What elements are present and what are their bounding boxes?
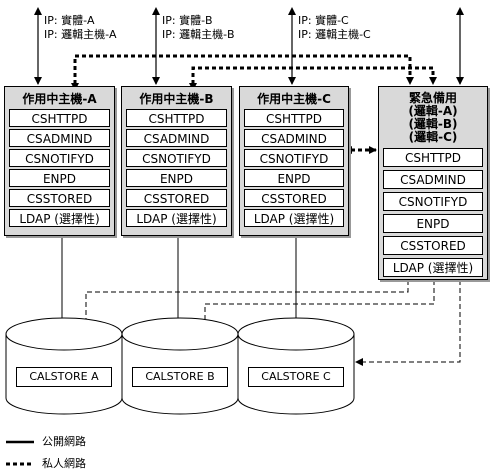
service-csadmind: CSADMIND — [126, 129, 227, 147]
service-enpd: ENPD — [126, 169, 227, 187]
service-cshttpd: CSHTTPD — [9, 109, 110, 127]
backup-logical-b: (邏輯-B) — [408, 117, 458, 131]
backup-logical-a: (邏輯-A) — [408, 104, 458, 118]
service-cshttpd: CSHTTPD — [126, 109, 227, 127]
service-enpd: ENPD — [9, 169, 110, 187]
backup-logical-c: (邏輯-C) — [408, 130, 458, 144]
service-csadmind: CSADMIND — [244, 129, 344, 147]
private-link-b — [189, 66, 437, 91]
backup-store-c-link — [355, 280, 461, 366]
host-c-box: 作用中主機-C CSHTTPD CSADMIND CSNOTIFYD ENPD … — [239, 86, 349, 236]
backup-host-box: 緊急備用 (邏輯-A) (邏輯-B) (邏輯-C) CSHTTPD CSADMI… — [378, 86, 488, 280]
legend-private-label: 私人網路 — [42, 457, 86, 470]
service-csnotifyd: CSNOTIFYD — [9, 149, 110, 167]
host-title: 作用中主機-B — [139, 92, 214, 106]
service-ldap: LDAP (選擇性) — [383, 258, 483, 277]
service-csnotifyd: CSNOTIFYD — [244, 149, 344, 167]
ip-logical-c: IP: 邏輯主機-C — [298, 28, 371, 41]
store-cylinder-a — [5, 317, 123, 415]
service-csnotifyd: CSNOTIFYD — [126, 149, 227, 167]
ip-label-c: IP: 實體-C IP: 邏輯主機-C — [298, 14, 371, 42]
service-ldap: LDAP (選擇性) — [9, 209, 110, 227]
ip-physical-a: IP: 實體-A — [44, 14, 95, 27]
ip-logical-a: IP: 邏輯主機-A — [44, 28, 117, 41]
store-cylinder-b — [121, 317, 239, 415]
legend-public-label: 公開網路 — [42, 435, 86, 448]
private-link-a — [71, 54, 414, 91]
service-csstored: CSSTORED — [383, 236, 483, 255]
service-csstored: CSSTORED — [244, 189, 344, 207]
host-title: 作用中主機-A — [22, 92, 97, 106]
store-cylinder-c — [237, 317, 355, 415]
service-ldap: LDAP (選擇性) — [126, 209, 227, 227]
ip-label-b: IP: 實體-B IP: 邏輯主機-B — [162, 14, 235, 42]
service-cshttpd: CSHTTPD — [244, 109, 344, 127]
service-csadmind: CSADMIND — [383, 170, 483, 189]
store-label-c: CALSTORE C — [248, 367, 344, 387]
ip-physical-c: IP: 實體-C — [298, 14, 349, 27]
store-label-b: CALSTORE B — [132, 367, 228, 387]
host-b-box: 作用中主機-B CSHTTPD CSADMIND CSNOTIFYD ENPD … — [121, 86, 232, 236]
ip-label-a: IP: 實體-A IP: 邏輯主機-A — [44, 14, 117, 42]
service-ldap: LDAP (選擇性) — [244, 209, 344, 227]
host-a-box: 作用中主機-A CSHTTPD CSADMIND CSNOTIFYD ENPD … — [4, 86, 115, 236]
backup-title-line: 緊急備用 — [408, 91, 457, 105]
host-title: 作用中主機-C — [257, 92, 331, 106]
store-label-a: CALSTORE A — [16, 367, 112, 387]
service-csstored: CSSTORED — [126, 189, 227, 207]
service-enpd: ENPD — [244, 169, 344, 187]
backup-store-a-link — [82, 280, 409, 337]
ip-logical-b: IP: 邏輯主機-B — [162, 28, 235, 41]
service-enpd: ENPD — [383, 214, 483, 233]
service-csnotifyd: CSNOTIFYD — [383, 192, 483, 211]
service-csstored: CSSTORED — [9, 189, 110, 207]
service-cshttpd: CSHTTPD — [383, 148, 483, 167]
service-csadmind: CSADMIND — [9, 129, 110, 147]
ip-physical-b: IP: 實體-B — [162, 14, 213, 27]
backup-title: 緊急備用 (邏輯-A) (邏輯-B) (邏輯-C) — [379, 92, 487, 144]
